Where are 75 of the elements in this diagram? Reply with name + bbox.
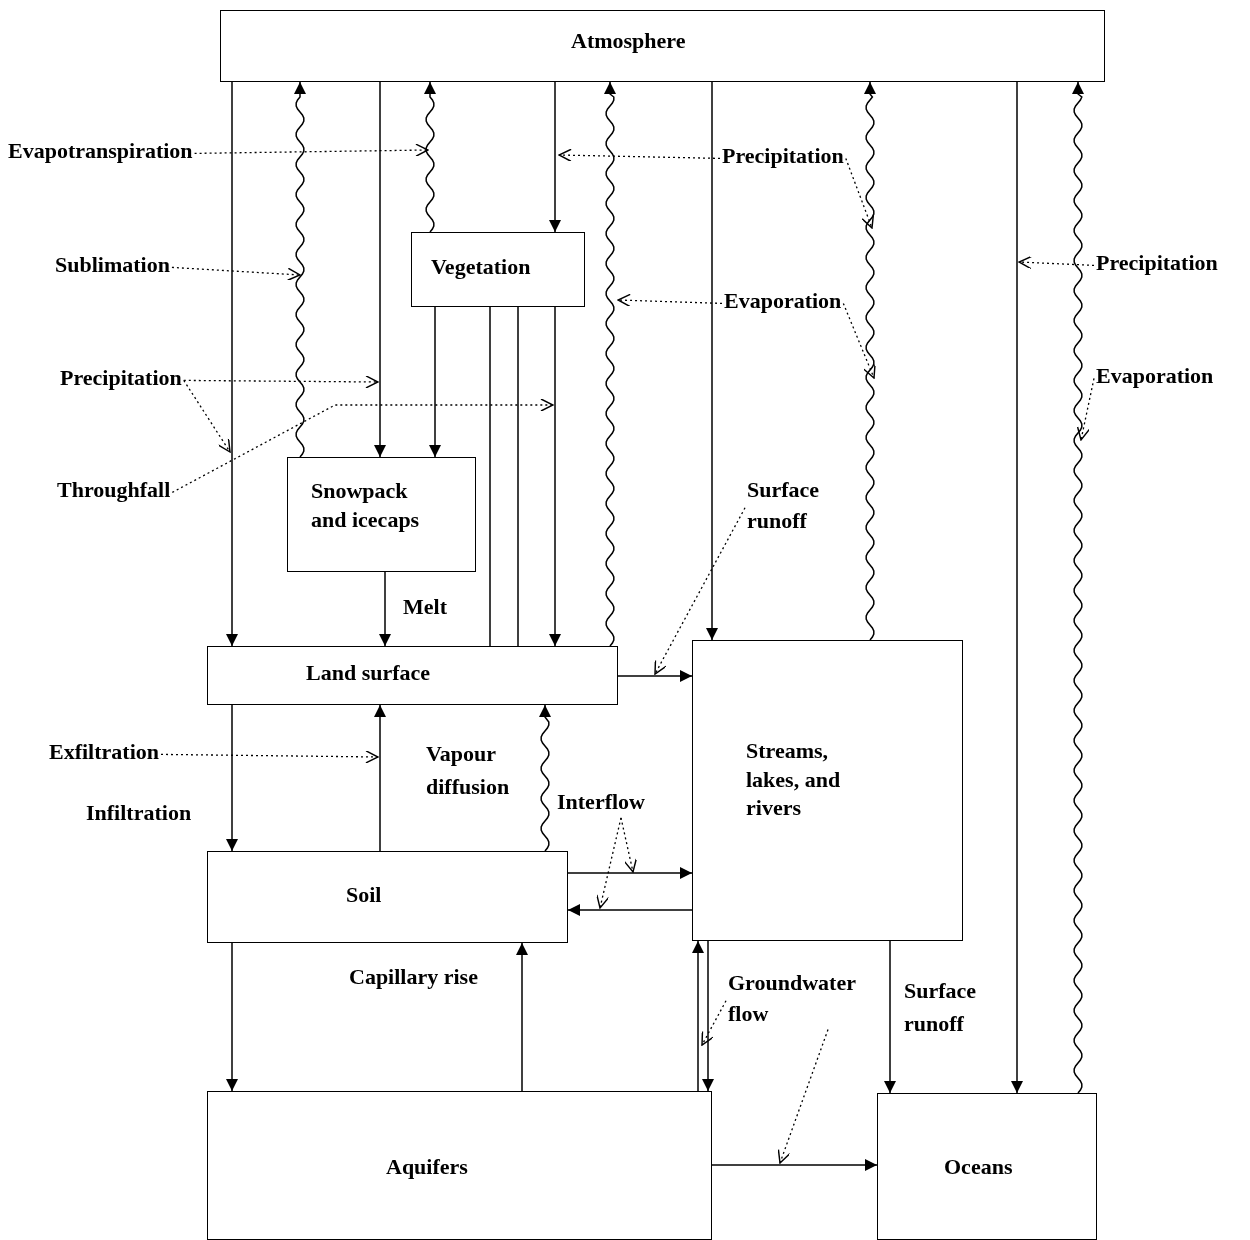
process-box: [207, 851, 568, 943]
leader-line: [617, 293, 723, 308]
flow-label: Evaporation: [1096, 361, 1214, 392]
leader-line: [183, 375, 379, 389]
flow-label: Evapotranspiration: [8, 136, 193, 167]
box-label: Land surface: [306, 659, 431, 687]
arrow: [702, 940, 714, 1092]
box-label: Streams, lakes, and rivers: [746, 737, 842, 823]
leader-line: [842, 302, 876, 379]
arrow: [692, 940, 704, 1092]
leader-line: [654, 507, 746, 675]
arrow: [374, 704, 386, 852]
wavy-arrow: [864, 81, 876, 641]
edge-label: Vapour diffusion: [426, 740, 511, 801]
wavy-arrow: [424, 81, 436, 233]
flow-label: Exfiltration: [49, 737, 159, 768]
leader-line: [558, 148, 721, 162]
leader-line: [160, 750, 379, 764]
process-box: [207, 646, 618, 705]
arrow: [226, 942, 238, 1092]
flow-label: Groundwater flow: [728, 968, 888, 1030]
process-box: [692, 640, 963, 941]
process-box: [411, 232, 585, 307]
arrow: [884, 940, 896, 1094]
box-label: Snowpack and icecaps: [311, 477, 421, 534]
arrow: [706, 81, 718, 641]
arrow: [711, 1159, 878, 1171]
leader-line: [620, 817, 637, 873]
box-label: Vegetation: [431, 253, 531, 281]
box-label: Oceans: [944, 1153, 1013, 1181]
arrow: [226, 81, 238, 647]
arrow: [549, 306, 561, 647]
arrow: [429, 306, 441, 458]
flow-label: Sublimation: [55, 250, 170, 281]
leader-line: [193, 143, 429, 157]
wavy-arrow: [294, 81, 306, 458]
edge-label: Melt: [403, 593, 447, 621]
arrow: [567, 867, 693, 879]
flow-label: Precipitation: [1096, 248, 1218, 279]
flow-label: Precipitation: [722, 141, 844, 172]
wavy-arrow: [539, 704, 551, 852]
process-box: [207, 1091, 712, 1240]
arrow: [226, 704, 238, 852]
box-label: Soil: [346, 881, 382, 909]
arrow: [1011, 81, 1023, 1094]
wavy-arrow: [604, 81, 616, 647]
flow-label: Throughfall: [57, 475, 171, 506]
leader-line: [1076, 377, 1095, 441]
leader-line: [171, 398, 554, 494]
edge-label: Infiltration: [86, 799, 192, 827]
leader-line: [171, 266, 301, 281]
arrow: [374, 81, 386, 458]
box-label: Aquifers: [386, 1153, 468, 1181]
flow-label: Interflow: [557, 787, 645, 818]
process-box: [287, 457, 476, 572]
arrow: [516, 942, 528, 1092]
flow-label: Surface runoff: [747, 475, 842, 537]
process-box: [877, 1093, 1097, 1240]
edge-label: Capillary rise: [349, 963, 478, 991]
edge-label: Surface runoff: [904, 977, 978, 1038]
flow-label: Precipitation: [60, 363, 182, 394]
process-box: [220, 10, 1105, 82]
wavy-arrow: [1072, 81, 1084, 1094]
arrow: [379, 571, 391, 647]
leader-line: [1018, 255, 1095, 270]
leader-line: [777, 1028, 829, 1164]
arrow: [567, 904, 693, 916]
box-label: Atmosphere: [571, 27, 686, 55]
leader-line: [701, 1000, 727, 1046]
leader-line: [596, 817, 622, 909]
arrow: [617, 670, 693, 682]
leader-line: [845, 157, 875, 229]
flow-label: Evaporation: [724, 286, 842, 317]
arrow: [549, 81, 561, 233]
leader-line: [183, 379, 231, 453]
